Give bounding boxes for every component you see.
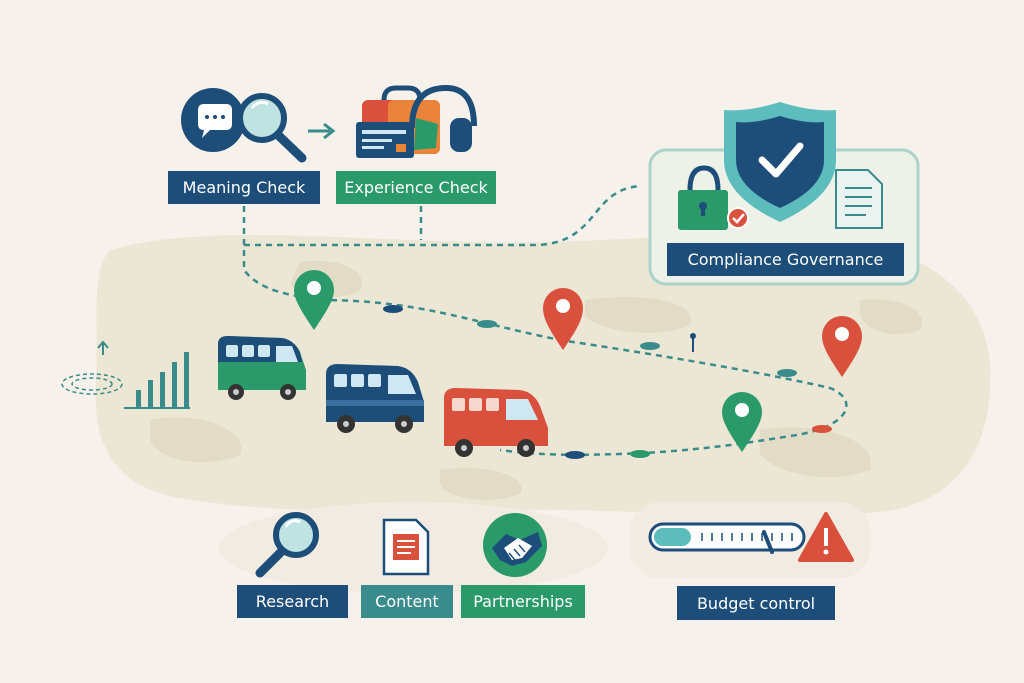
content-label: Content bbox=[361, 585, 453, 618]
document-icon bbox=[835, 169, 883, 229]
route-marker bbox=[812, 425, 832, 433]
research-label: Research bbox=[237, 585, 348, 618]
route-marker bbox=[777, 369, 797, 377]
location-pin-icon bbox=[543, 288, 583, 350]
route-path bbox=[319, 298, 848, 459]
van-icon bbox=[218, 336, 306, 400]
growth-chart-icon bbox=[97, 340, 190, 409]
location-pin-icon bbox=[722, 392, 762, 452]
location-pin-icon bbox=[294, 270, 334, 330]
headphones-icon bbox=[409, 84, 477, 152]
route-marker bbox=[383, 305, 403, 313]
route-marker bbox=[565, 451, 585, 459]
route-marker bbox=[477, 320, 497, 328]
magnifier-icon bbox=[237, 93, 307, 163]
progress-gauge-icon bbox=[648, 522, 806, 554]
governance-connector bbox=[244, 184, 641, 247]
speech-bubble-icon bbox=[181, 88, 245, 152]
route-marker bbox=[640, 342, 660, 350]
signal-ring-icon bbox=[61, 373, 123, 395]
document-icon bbox=[382, 518, 430, 576]
route-marker bbox=[630, 450, 650, 458]
meaning-connector bbox=[242, 206, 321, 302]
warning-icon bbox=[798, 512, 854, 562]
connector-lines bbox=[242, 184, 641, 302]
shield-check-icon bbox=[724, 102, 836, 222]
handshake-icon bbox=[483, 513, 547, 577]
budget-control-label: Budget control bbox=[677, 586, 835, 620]
magnifier-icon bbox=[255, 512, 319, 578]
meaning-check-label: Meaning Check bbox=[168, 171, 320, 204]
gauge-fill bbox=[654, 528, 691, 546]
padlock-icon bbox=[678, 165, 728, 230]
location-pin-icon bbox=[822, 316, 862, 377]
van-icon bbox=[326, 364, 424, 433]
compliance-governance-label: Compliance Governance bbox=[667, 243, 904, 276]
check-badge-icon bbox=[727, 207, 749, 229]
arrow-right-icon bbox=[308, 122, 336, 140]
partnerships-label: Partnerships bbox=[461, 585, 585, 618]
experience-check-label: Experience Check bbox=[336, 171, 496, 204]
ticket-icon bbox=[356, 122, 414, 158]
van-icon bbox=[444, 388, 548, 457]
